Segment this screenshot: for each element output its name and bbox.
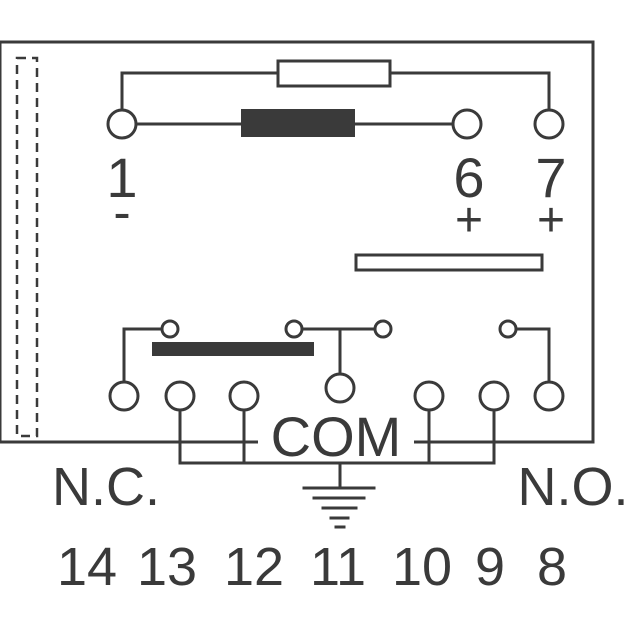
pin-10-terminal: [413, 380, 445, 412]
pin-12-terminal: [228, 380, 260, 412]
moving-contact: [284, 319, 304, 339]
nc-contact: [160, 319, 180, 339]
resistor: [276, 59, 392, 88]
armature-bar: [354, 253, 544, 272]
pin-8-terminal: [533, 380, 565, 412]
minus-sign: -: [113, 184, 130, 242]
pin-9-terminal: [478, 380, 510, 412]
com-label: COM: [271, 405, 402, 468]
pin-1-terminal: [106, 108, 138, 140]
pin-10-label: 10: [392, 537, 452, 597]
plus-sign-7: +: [537, 194, 565, 247]
no-contact-b: [498, 319, 518, 339]
pin-14-terminal: [108, 380, 140, 412]
pin-13-label: 13: [137, 537, 197, 597]
nc-lead: [122, 327, 164, 384]
no-lead: [514, 327, 551, 384]
pin-14-label: 14: [57, 537, 117, 597]
pin-13-terminal: [164, 380, 196, 412]
nc-label: N.C.: [52, 457, 160, 517]
resistor-lead: [120, 71, 280, 112]
pin-6-terminal: [451, 108, 483, 140]
pin-7-label: 7: [535, 146, 566, 209]
plus-sign-6: +: [455, 194, 483, 247]
pin-1-label: 1: [106, 146, 137, 209]
no-label: N.O.: [517, 457, 628, 517]
pin-11-terminal: [324, 372, 356, 404]
relay-housing: [0, 40, 595, 444]
no-contact-a: [373, 319, 393, 339]
contact-spring: [152, 342, 314, 356]
relay-coil: [241, 109, 355, 137]
pin-12-label: 12: [224, 537, 284, 597]
pin-6-label: 6: [453, 146, 484, 209]
pin-9-label: 9: [475, 537, 505, 597]
pin-8-label: 8: [537, 537, 567, 597]
com-label-mask: [258, 406, 414, 460]
resistor-lead-right: [388, 71, 551, 112]
pin-7-terminal: [533, 108, 565, 140]
pin-11-label: 11: [310, 537, 366, 597]
ground-bus: [178, 408, 496, 465]
dashed-boundary: [15, 56, 39, 438]
